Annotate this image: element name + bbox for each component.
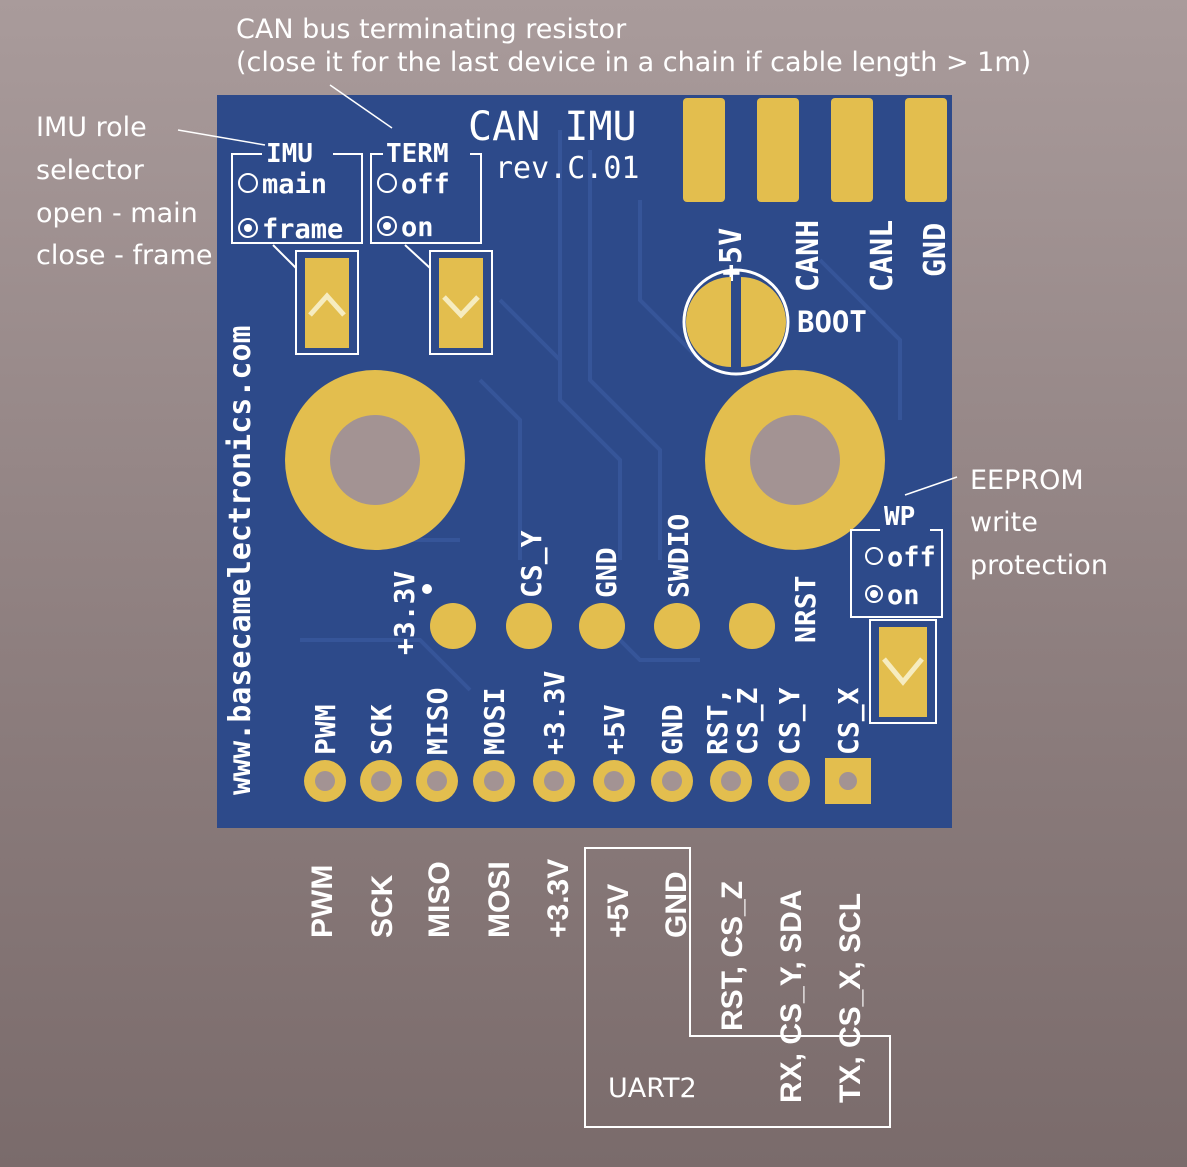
mid-label-3v3: +3.3V — [388, 571, 421, 655]
imu-role-leader — [177, 129, 266, 146]
can-label-canl: CANL — [865, 220, 900, 292]
pin1-dot-icon — [422, 584, 432, 594]
bottom-label: +3.3V — [542, 859, 575, 938]
header-label: CS_Z — [731, 688, 764, 755]
imu-role-line1: IMU role — [36, 112, 147, 143]
term-opt-on: on — [401, 212, 434, 243]
bottom-label: TX, CS_X, SCL — [834, 893, 867, 1103]
header-label: SCK — [365, 704, 398, 755]
eeprom-line3: protection — [970, 550, 1108, 581]
can-pad-canl[interactable] — [831, 98, 873, 202]
bottom-label: RX, CS_Y, SDA — [775, 890, 808, 1103]
can-pad-gnd[interactable] — [905, 98, 947, 202]
header-label: MISO — [421, 688, 454, 755]
imu-frame-circle-icon — [238, 218, 258, 238]
header-pad-hole — [371, 771, 391, 791]
header-pad-row — [304, 758, 871, 804]
header-pad-hole — [427, 771, 447, 791]
bottom-label: RST, CS_Z — [716, 881, 749, 1031]
bottom-label: +5V — [602, 884, 635, 938]
header-label: +5V — [598, 704, 631, 755]
header-label: CS_Y — [773, 687, 806, 755]
boot-jumper[interactable] — [682, 268, 790, 376]
header-pad-hole — [604, 771, 624, 791]
can-label-canh: CANH — [791, 220, 826, 292]
mid-pad[interactable] — [654, 603, 700, 649]
website-label: www.basecamelectronics.com — [223, 325, 258, 795]
can-term-leader — [329, 84, 393, 129]
term-box-title: TERM — [386, 139, 449, 169]
board-revision: rev.C.01 — [495, 151, 640, 186]
eeprom-line2: write — [970, 507, 1038, 538]
bottom-label: PWM — [306, 865, 339, 938]
can-pad-5v[interactable] — [683, 98, 725, 202]
mid-label-gnd: GND — [590, 547, 623, 598]
header-label: PWM — [309, 704, 342, 755]
uart2-outline — [584, 847, 891, 1128]
imu-role-line2: selector — [36, 155, 145, 186]
imu-box-title: IMU — [266, 139, 313, 169]
imu-opt-main: main — [262, 169, 327, 200]
wp-opt-on: on — [887, 580, 920, 611]
header-label: MOSI — [478, 688, 511, 755]
mid-pad[interactable] — [430, 603, 476, 649]
header-pad-hole — [662, 771, 682, 791]
mid-label-swdio: SWDIO — [662, 514, 695, 598]
header-pad-hole — [315, 771, 335, 791]
eeprom-line1: EEPROM — [970, 465, 1084, 496]
can-term-title: CAN bus terminating resistor — [236, 14, 627, 45]
can-term-desc: (close it for the last device in a chain… — [236, 47, 1031, 78]
bottom-label: MISO — [423, 861, 456, 938]
wp-off-circle-icon — [865, 547, 883, 565]
header-pad-hole — [721, 771, 741, 791]
boot-label: BOOT — [797, 305, 867, 339]
wp-jumper-pad[interactable] — [869, 619, 937, 724]
bottom-label: SCK — [366, 874, 399, 938]
can-pads — [683, 98, 947, 202]
board-title: CAN IMU — [468, 104, 637, 150]
header-label: RST, — [701, 688, 734, 755]
term-jumper-pad[interactable] — [429, 250, 493, 355]
header-label: GND — [656, 704, 689, 755]
imu-main-circle-icon — [238, 173, 258, 193]
imu-jumper-pad[interactable] — [295, 250, 359, 355]
header-label-row: PWM SCK MISO MOSI +3.3V +5V GND RST,CS_Z CS_Y CS_… — [309, 671, 865, 755]
wp-selector-box: WP off on — [850, 502, 943, 618]
mounting-hole-right — [705, 370, 885, 550]
mid-pad[interactable] — [506, 603, 552, 649]
mid-label-csy: CS_Y — [515, 530, 548, 598]
imu-selector-box: IMU main frame — [231, 139, 363, 245]
term-off-circle-icon — [377, 173, 397, 193]
header-label: +3.3V — [538, 671, 571, 755]
uart2-label: UART2 — [608, 1073, 697, 1104]
term-selector-box: TERM off on — [370, 139, 482, 244]
imu-role-line4: close - frame — [36, 240, 213, 271]
can-pad-canh[interactable] — [757, 98, 799, 202]
eeprom-leader — [904, 476, 958, 496]
can-label-gnd: GND — [918, 223, 953, 277]
imu-role-line3: open - main — [36, 198, 198, 229]
mid-label-nrst: NRST — [789, 576, 822, 643]
header-pad-hole — [839, 772, 857, 790]
bottom-label: MOSI — [483, 861, 516, 938]
term-opt-off: off — [401, 169, 450, 200]
mid-pad-row — [430, 603, 775, 649]
imu-opt-frame: frame — [262, 214, 343, 245]
mounting-hole-left — [285, 370, 465, 550]
term-on-circle-icon — [377, 216, 397, 236]
bottom-label-row: PWM SCK MISO MOSI +3.3V +5V GND RST, CS_Z RX, CS… — [306, 859, 867, 1103]
wp-box-title: WP — [884, 502, 915, 532]
header-pad-hole — [779, 771, 799, 791]
wp-on-circle-icon — [865, 585, 883, 603]
mid-pad[interactable] — [579, 603, 625, 649]
wp-opt-off: off — [887, 542, 936, 573]
header-pad-hole — [544, 771, 564, 791]
header-pad-hole — [484, 771, 504, 791]
bottom-label: GND — [660, 871, 693, 938]
header-label: CS_X — [832, 687, 865, 755]
mid-pad[interactable] — [729, 603, 775, 649]
